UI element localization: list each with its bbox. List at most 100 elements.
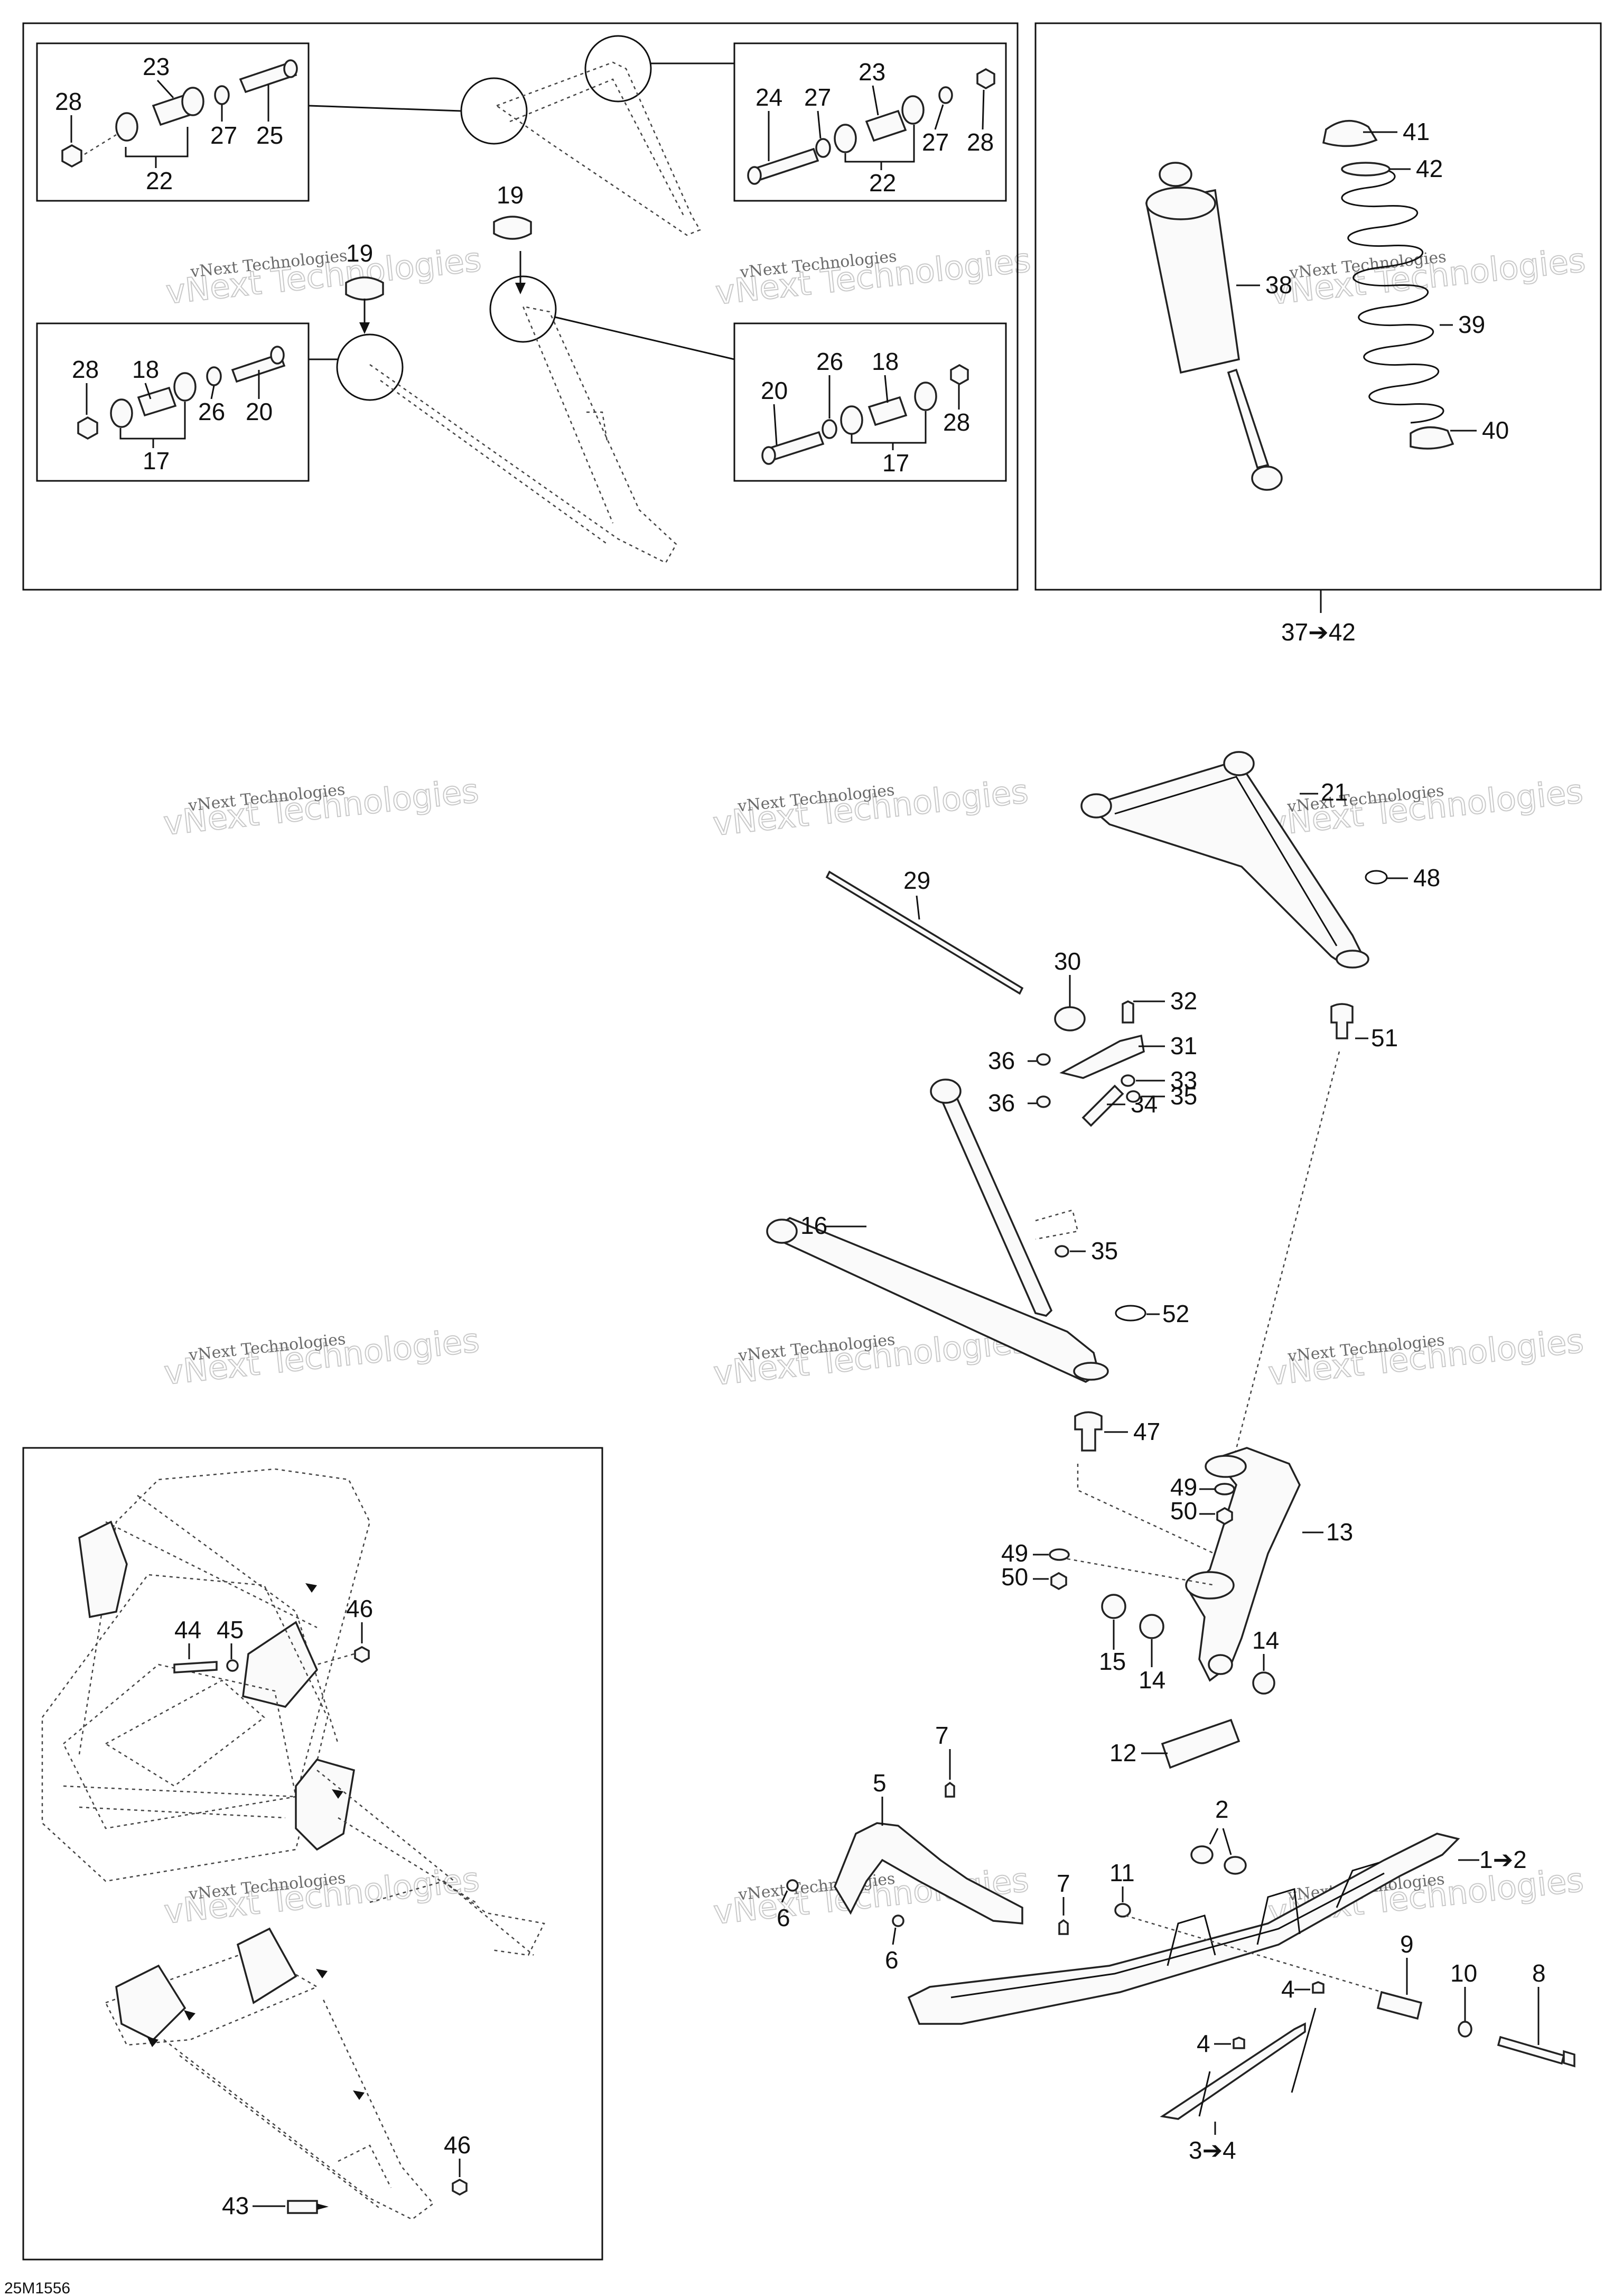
- svg-text:13: 13: [1326, 1518, 1353, 1546]
- svg-text:4: 4: [1281, 1975, 1295, 2003]
- callouts-box3: 28 18 26 20 17: [72, 356, 273, 475]
- washer-27b: [938, 86, 953, 104]
- shock-absorber: [1145, 120, 1454, 491]
- svg-text:9: 9: [1400, 1930, 1414, 1958]
- svg-text:11: 11: [1109, 1859, 1135, 1886]
- svg-text:5: 5: [873, 1769, 887, 1797]
- svg-text:2: 2: [1215, 1796, 1229, 1823]
- svg-text:19: 19: [497, 181, 524, 209]
- callouts-box2: 24 27 23 27 28 22: [755, 58, 994, 197]
- upper-a-arm-21: [1080, 751, 1369, 969]
- detail-box-upper-right: [733, 42, 1007, 202]
- svg-text:28: 28: [72, 356, 99, 383]
- svg-text:14: 14: [1139, 1666, 1165, 1694]
- svg-text:12: 12: [1109, 1739, 1136, 1767]
- svg-text:8: 8: [1532, 1959, 1546, 1987]
- sway-link-parts: 30 32 31 36 33 34 36 35: [988, 947, 1197, 1127]
- detail-box-upper-left: [36, 42, 310, 202]
- svg-text:26: 26: [816, 348, 843, 375]
- svg-text:52: 52: [1162, 1300, 1189, 1327]
- bushing-kit-lower-right: [761, 364, 969, 465]
- nut-28: [61, 144, 82, 168]
- runner-3: 4 4 3➔4: [1160, 1975, 1324, 2164]
- svg-text:37➔42: 37➔42: [1281, 618, 1356, 646]
- svg-text:51: 51: [1371, 1024, 1398, 1052]
- svg-text:20: 20: [246, 398, 273, 425]
- svg-text:28: 28: [943, 408, 970, 436]
- adjuster-40: [1410, 426, 1454, 450]
- bolt-24: [751, 147, 819, 182]
- detail-box-lower-right: [733, 322, 1007, 482]
- svg-text:36: 36: [988, 1047, 1015, 1074]
- svg-text:23: 23: [143, 53, 170, 80]
- lower-a-arm-16: 16 35 52: [766, 1079, 1189, 1383]
- svg-text:47: 47: [1133, 1418, 1160, 1445]
- diagram-code: 25M1556: [4, 2280, 70, 2296]
- nut-28b: [976, 68, 995, 90]
- svg-text:41: 41: [1403, 118, 1430, 145]
- svg-text:24: 24: [755, 83, 782, 111]
- lower-arm-ghost: [309, 251, 735, 564]
- callouts-upper: 21 48: [1300, 778, 1440, 891]
- svg-text:35: 35: [1170, 1082, 1197, 1110]
- svg-text:17: 17: [143, 447, 170, 475]
- svg-text:21: 21: [1321, 778, 1348, 806]
- callouts-box4: 20 26 18 28 17: [761, 348, 970, 477]
- svg-text:42: 42: [1416, 155, 1443, 182]
- svg-text:30: 30: [1054, 947, 1081, 975]
- detail-box-lower-left: [36, 322, 310, 482]
- svg-text:10: 10: [1450, 1959, 1477, 1987]
- panel-frame-mounting: [22, 1447, 603, 2261]
- svg-text:22: 22: [146, 167, 173, 194]
- svg-text:7: 7: [1057, 1870, 1070, 1897]
- ski-saddle-12: 12: [1109, 1718, 1240, 1769]
- washer-27: [214, 85, 230, 105]
- svg-text:27: 27: [922, 128, 949, 156]
- watermarks: vNext Technologies vNext Technologies vN…: [161, 239, 1588, 1932]
- svg-text:26: 26: [198, 398, 225, 425]
- svg-text:18: 18: [132, 356, 159, 383]
- callouts-frame: 46 44 45 46 43: [173, 1595, 471, 2219]
- sleeve-23b: [865, 109, 907, 142]
- svg-text:14: 14: [1252, 1626, 1279, 1654]
- svg-text:36: 36: [988, 1089, 1015, 1117]
- svg-text:7: 7: [935, 1722, 949, 1749]
- svg-text:35: 35: [1091, 1237, 1118, 1265]
- svg-text:28: 28: [55, 88, 82, 115]
- washer-42: [1341, 162, 1391, 176]
- svg-text:29: 29: [903, 867, 930, 894]
- svg-text:4: 4: [1197, 2030, 1210, 2057]
- svg-text:31: 31: [1170, 1032, 1197, 1059]
- svg-text:39: 39: [1458, 311, 1485, 338]
- upper-arm-ghost: [308, 35, 734, 236]
- svg-text:49: 49: [1170, 1473, 1197, 1501]
- svg-text:22: 22: [869, 169, 896, 197]
- ski-bolt-kit: 9 10 8: [1125, 1914, 1575, 2068]
- panel-shock-absorber: [1034, 22, 1602, 591]
- svg-text:50: 50: [1001, 1563, 1028, 1591]
- callouts-box1: 28 23 27 25 22: [55, 53, 283, 194]
- ski-1: 1➔2 2 11: [907, 1796, 1527, 2025]
- svg-text:32: 32: [1170, 987, 1197, 1015]
- svg-text:48: 48: [1413, 864, 1440, 891]
- svg-text:40: 40: [1482, 416, 1509, 444]
- svg-text:6: 6: [885, 1946, 899, 1974]
- bushing-kit-lower-left: [77, 346, 286, 440]
- svg-text:18: 18: [872, 348, 899, 375]
- ski-bushings-14-15: 15 14 14: [1099, 1594, 1279, 1695]
- svg-text:20: 20: [761, 377, 788, 404]
- callouts-shock: 41 42 38 39 40 37➔42: [1236, 118, 1509, 646]
- svg-text:19: 19: [346, 239, 373, 267]
- svg-text:17: 17: [882, 449, 909, 477]
- ski-handle-5: 5 7 7 6 6: [777, 1722, 1070, 1974]
- bushing-kit-upper-right: [747, 68, 995, 185]
- svg-text:1➔2: 1➔2: [1479, 1846, 1527, 1873]
- frame-ghost: [41, 1468, 545, 2220]
- svg-text:6: 6: [777, 1904, 790, 1931]
- flange-bushing: [115, 112, 138, 142]
- ball-joint-51: 51: [1230, 1003, 1398, 1470]
- svg-text:16: 16: [800, 1212, 827, 1239]
- bushing-kit-upper-left: [61, 59, 298, 168]
- panel-arm-bushings: [22, 22, 1019, 591]
